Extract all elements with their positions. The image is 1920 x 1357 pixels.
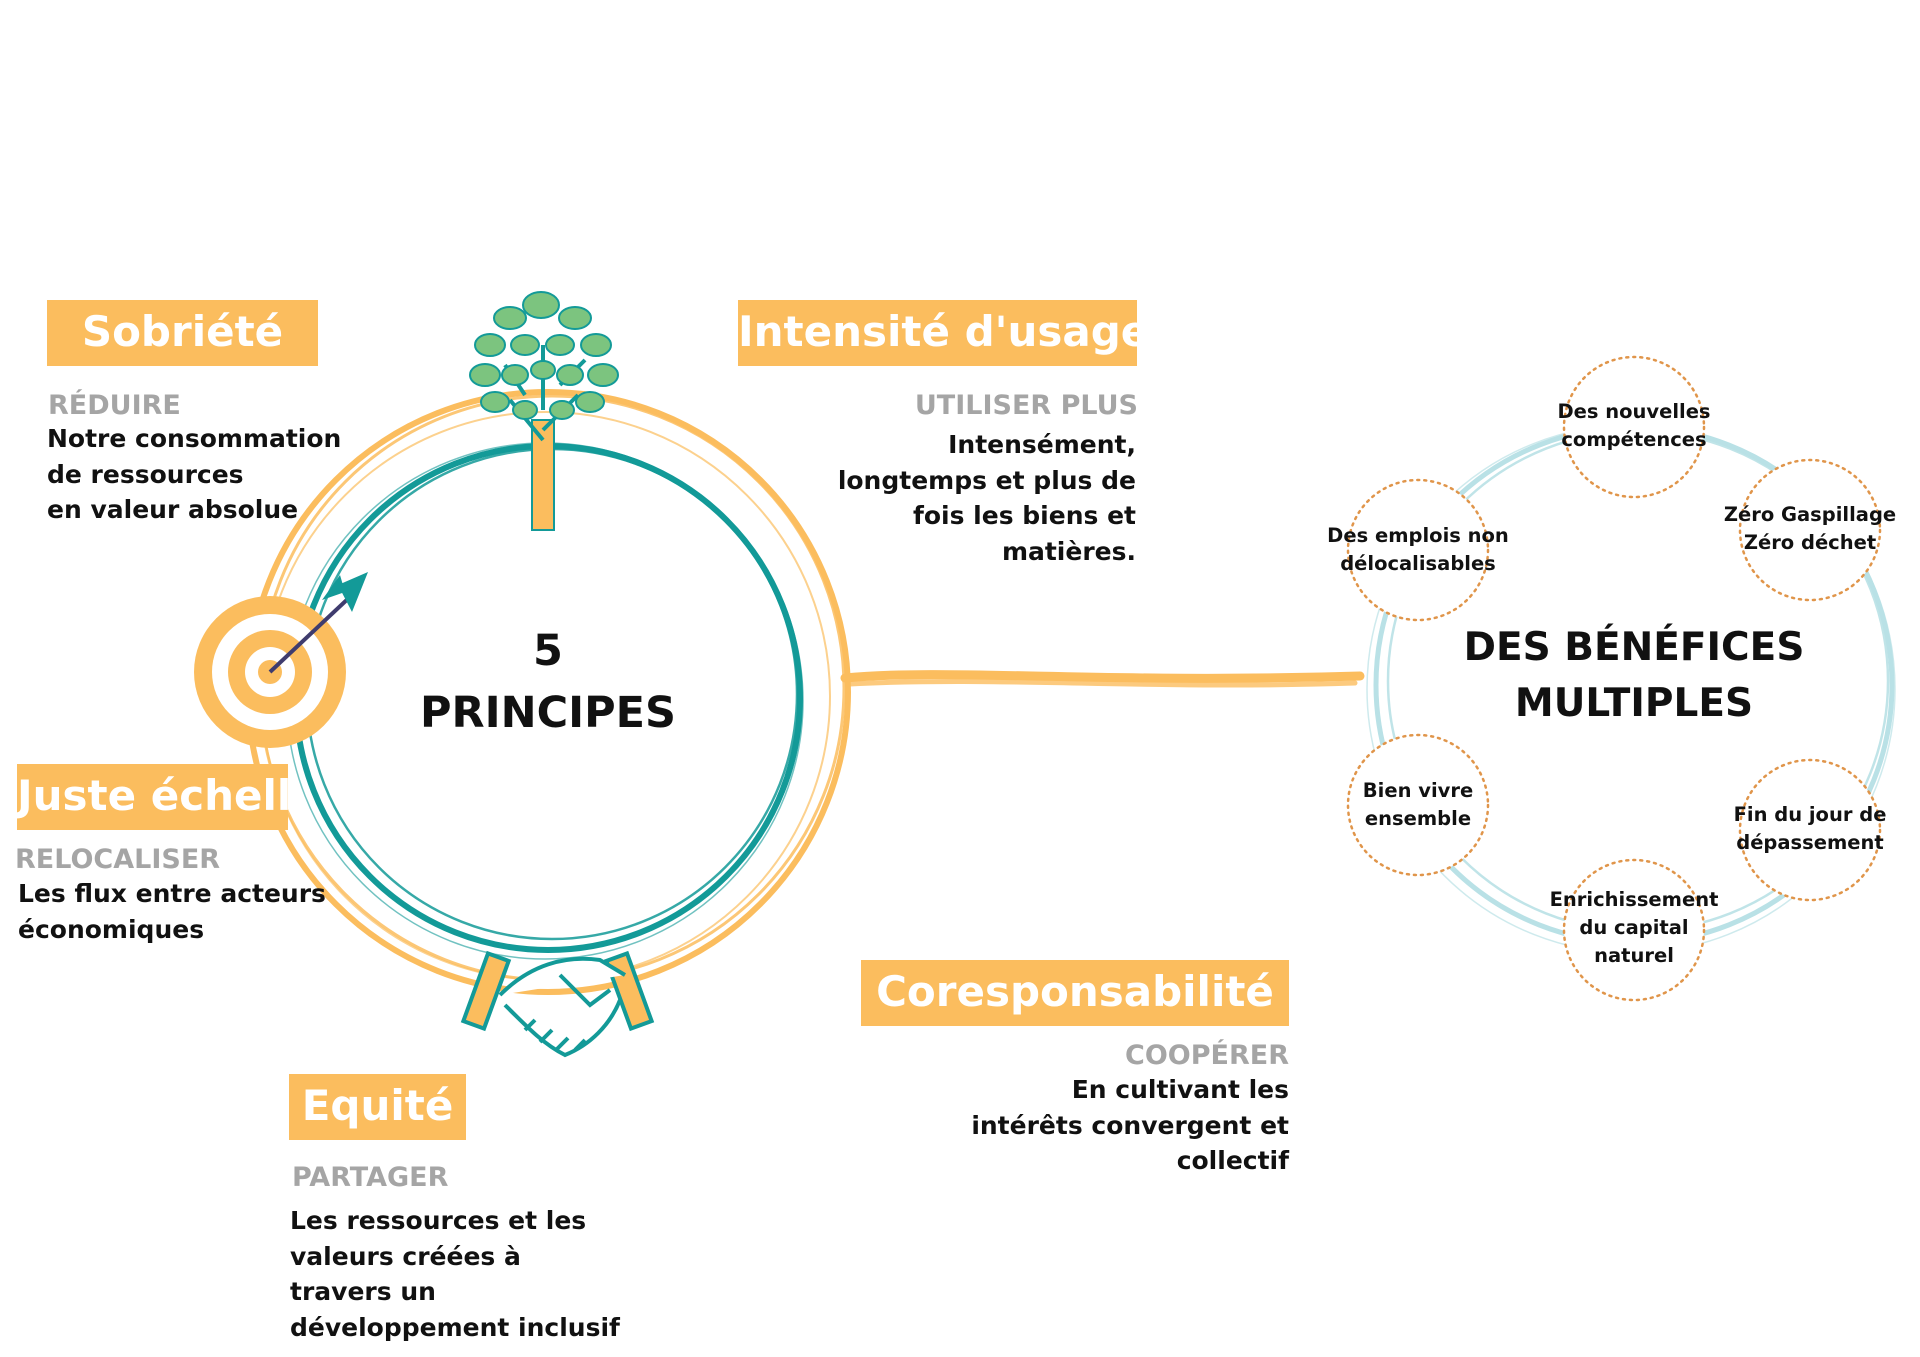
desc-line: Intensément,: [948, 430, 1136, 459]
benefit-label-bien-vivre: Bien vivre ensemble: [1318, 777, 1518, 833]
benefit-line: naturel: [1594, 944, 1674, 967]
tree-icon: [469, 291, 619, 531]
arrow-icon: [268, 572, 368, 674]
desc-line: intérêts convergent et: [971, 1110, 1289, 1140]
benefits-title: DES BÉNÉFICES MULTIPLES: [1444, 620, 1824, 732]
benefit-dotted-circles: [1346, 355, 1882, 1002]
benefit-line: Zéro Gaspillage: [1723, 503, 1897, 526]
principle-verb-sobriete: RÉDUIRE: [48, 390, 181, 421]
benefit-line: ensemble: [1364, 807, 1472, 830]
connector-stroke: [840, 670, 1365, 688]
benefit-line: délocalisables: [1340, 552, 1496, 575]
handshake-icon: [460, 950, 655, 1058]
desc-line: longtemps et plus de: [837, 465, 1136, 495]
desc-line: de ressources: [47, 459, 244, 489]
desc-line: travers un: [290, 1277, 436, 1306]
principle-tag-juste-echelle: Juste échelle: [17, 764, 288, 830]
benefit-label-capital-naturel: Enrichissement du capital naturel: [1534, 886, 1734, 970]
benefit-circle-5: [1346, 733, 1490, 877]
benefit-circle-1: [1562, 355, 1706, 499]
center-title-line2: PRINCIPES: [419, 688, 677, 738]
desc-line: Notre consommation: [47, 424, 342, 453]
benefits-title-line2: MULTIPLES: [1514, 681, 1754, 726]
principle-tag-equite: Equité: [289, 1074, 466, 1140]
principle-desc-juste-echelle: Les flux entre acteurs économiques: [18, 876, 326, 947]
benefit-circle-3: [1738, 758, 1882, 902]
benefit-label-competences: Des nouvelles compétences: [1534, 398, 1734, 454]
principle-verb-juste-echelle: RELOCALISER: [15, 844, 221, 875]
benefit-label-emplois: Des emplois non délocalisables: [1308, 522, 1528, 578]
benefit-line: du capital: [1579, 916, 1689, 939]
benefit-circle-4: [1562, 858, 1706, 1002]
benefit-label-jour-depassement: Fin du jour de dépassement: [1710, 801, 1910, 857]
center-title: 5 PRINCIPES: [398, 620, 698, 744]
benefit-line: Des nouvelles: [1557, 400, 1711, 423]
benefit-line: Des emplois non: [1327, 524, 1509, 547]
principle-desc-intensite: Intensément, longtemps et plus de fois l…: [818, 427, 1136, 569]
principle-desc-equite: Les ressources et les valeurs créées à t…: [290, 1203, 620, 1345]
principle-verb-equite: PARTAGER: [292, 1162, 449, 1193]
benefit-line: Enrichissement: [1549, 888, 1719, 911]
principle-tag-intensite: Intensité d'usage: [738, 300, 1137, 366]
desc-line: en valeur absolue: [47, 495, 299, 524]
benefit-line: compétences: [1561, 428, 1707, 451]
benefit-line: Zéro déchet: [1743, 531, 1877, 554]
desc-line: développement inclusif: [290, 1312, 620, 1342]
principle-tag-coresponsabilite: Coresponsabilité: [861, 960, 1289, 1026]
desc-line: En cultivant les: [1071, 1075, 1289, 1104]
benefit-line: Bien vivre: [1362, 779, 1474, 802]
desc-line: matières.: [1001, 536, 1136, 566]
desc-line: économiques: [18, 914, 205, 944]
principle-desc-coresponsabilite: En cultivant les intérêts convergent et …: [959, 1072, 1289, 1179]
principle-tag-sobriete: Sobriété: [47, 300, 318, 366]
benefit-circle-2: [1738, 458, 1882, 602]
principle-verb-coresponsabilite: COOPÉRER: [1125, 1040, 1289, 1071]
benefit-circle-6: [1346, 478, 1490, 622]
desc-line: Les ressources et les: [290, 1206, 587, 1235]
center-title-line1: 5: [533, 626, 563, 676]
benefit-line: Fin du jour de: [1733, 803, 1887, 826]
desc-line: valeurs créées à: [290, 1241, 521, 1271]
benefits-title-line1: DES BÉNÉFICES: [1463, 625, 1805, 670]
desc-line: fois les biens et: [912, 501, 1136, 530]
benefit-line: dépassement: [1736, 831, 1884, 854]
desc-line: collectif: [1176, 1146, 1289, 1175]
principle-verb-intensite: UTILISER PLUS: [914, 390, 1138, 421]
desc-line: Les flux entre acteurs: [18, 879, 326, 908]
benefit-label-zero-gaspillage: Zéro Gaspillage Zéro déchet: [1710, 501, 1910, 557]
principle-desc-sobriete: Notre consommation de ressources en vale…: [47, 421, 341, 528]
